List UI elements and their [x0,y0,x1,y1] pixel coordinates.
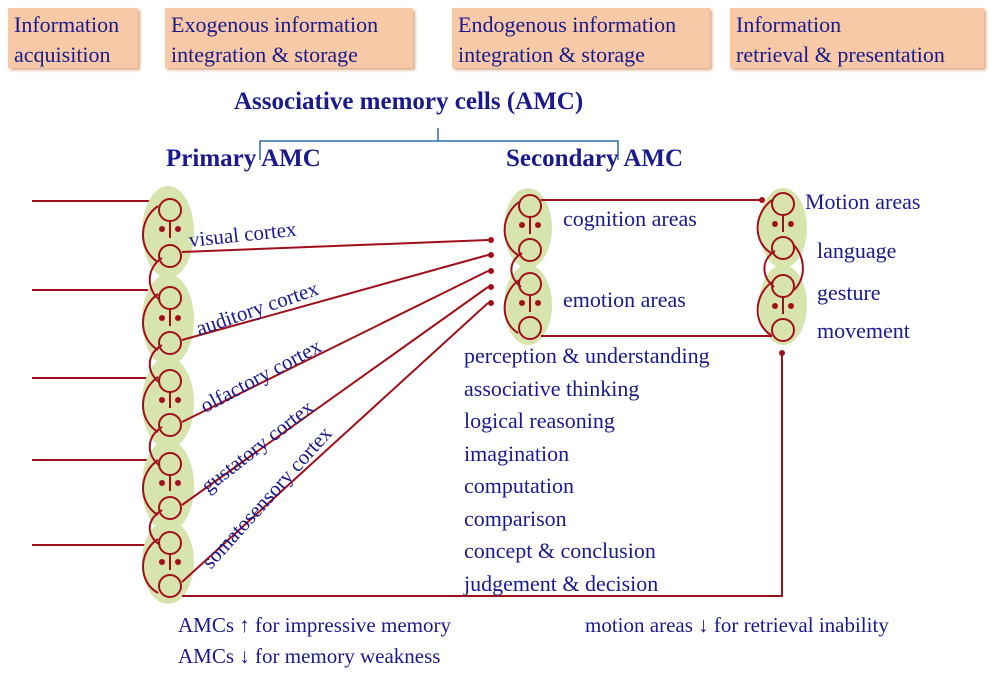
motion-label-title: Motion areas [805,189,921,214]
cell-oval-emotion [504,265,552,345]
motion-cell-ovals [759,188,807,345]
motion-label-movement: movement [817,318,910,343]
link-feedback [182,353,783,597]
function-item: computation [464,473,574,498]
motion-label-gesture: gesture [817,280,881,305]
connection-lines [181,199,783,597]
header-line: retrieval & presentation [736,42,945,67]
function-item: concept & conclusion [464,538,656,563]
motion-synapse-dots [759,197,794,309]
header-box-acquisition: Information acquisition [8,8,138,68]
primary-amc-label: Primary AMC [166,145,321,172]
note-motion-down: motion areas ↓ for retrieval inability [585,613,889,637]
header-line: Exogenous information [171,12,379,37]
secondary-amc-label: Secondary AMC [506,145,684,172]
note-amc-down: AMCs ↓ for memory weakness [178,644,441,668]
function-item: imagination [464,440,570,466]
area-label-emotion: emotion areas [563,287,686,312]
note-amc-up: AMCs ↑ for impressive memory [178,613,451,637]
title-bracket [259,128,619,160]
header-line: integration & storage [171,42,358,67]
link-auditory [181,254,489,341]
link-somatosensory [181,302,489,583]
function-item: perception & understanding [464,343,710,368]
function-item: judgement & decision [464,570,659,596]
diagram-title: Associative memory cells (AMC) [234,88,584,115]
motion-cell-neurons [756,192,804,342]
primary-cell-neurons [142,198,182,598]
header-box-retrieval: Information retrieval & presentation [730,8,984,68]
header-box-exogenous: Exogenous information integration & stor… [165,8,413,68]
primary-cell-ovals [142,186,194,604]
function-item: associative thinking [464,375,640,401]
motion-label-language: language [817,238,897,263]
link-gustatory [181,286,489,506]
link-olfactory [181,270,489,423]
link-visual [181,239,489,253]
feedback-dot [779,350,785,356]
area-label-cognition: cognition areas [563,206,697,231]
header-box-endogenous: Endogenous information integration & sto… [452,8,710,68]
header-line: Endogenous information [458,12,677,37]
header-line: acquisition [14,42,111,67]
input-lines [32,200,150,546]
function-item: logical reasoning [464,408,615,433]
secondary-cell-neurons [503,194,542,340]
secondary-synapse-dots [488,222,541,306]
header-line: Information [736,12,842,37]
function-item: comparison [464,505,567,531]
header-line: integration & storage [458,42,645,67]
function-list: perception & understanding associative t… [464,340,710,600]
primary-synapse-dots [159,226,181,565]
header-line: Information [14,12,120,37]
